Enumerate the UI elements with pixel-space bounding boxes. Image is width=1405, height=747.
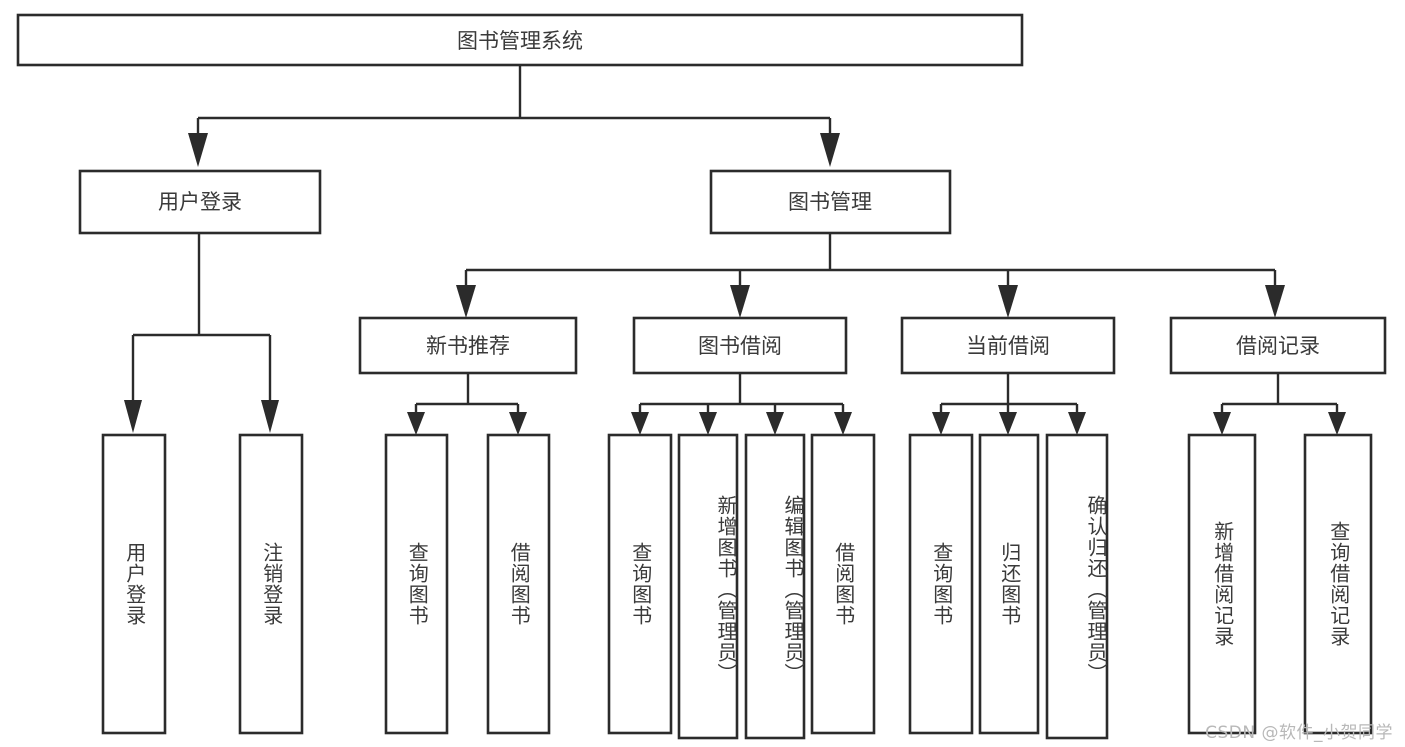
node-box-book-borrow[interactable] bbox=[632, 316, 848, 375]
node-label-root: 图书管理系统 bbox=[457, 29, 583, 53]
node-box-leaf-borrow-book-1[interactable] bbox=[486, 433, 551, 735]
connectors-borrowrecord-to-leaves bbox=[1213, 373, 1346, 435]
arrow-head-icon bbox=[834, 412, 852, 435]
arrow-head-icon bbox=[820, 133, 840, 167]
node-box-leaf-edit-book[interactable] bbox=[744, 433, 806, 740]
connectors-currentborrow-to-leaves bbox=[932, 373, 1086, 435]
connectors-bookborrow-to-leaves bbox=[631, 373, 852, 435]
arrow-head-icon bbox=[1068, 412, 1086, 435]
node-box-leaf-return-book[interactable] bbox=[978, 433, 1040, 735]
node-box-leaf-query-book-2[interactable] bbox=[607, 433, 673, 735]
node-box-leaf-user-login[interactable] bbox=[101, 433, 167, 735]
connectors-userlogin-to-leaves bbox=[124, 233, 279, 433]
node-label-book-management: 图书管理 bbox=[788, 190, 872, 214]
arrow-head-icon bbox=[188, 133, 208, 167]
node-box-borrow-record[interactable] bbox=[1169, 316, 1387, 375]
node-box-root[interactable] bbox=[16, 13, 1024, 67]
arrow-head-icon bbox=[124, 400, 142, 433]
arrow-head-icon bbox=[631, 412, 649, 435]
arrow-head-icon bbox=[932, 412, 950, 435]
node-label-book-borrow: 图书借阅 bbox=[698, 334, 782, 358]
arrow-head-icon bbox=[1328, 412, 1346, 435]
node-label-user-login: 用户登录 bbox=[158, 190, 242, 214]
node-label-current-borrow: 当前借阅 bbox=[966, 334, 1050, 358]
node-box-leaf-add-book[interactable] bbox=[677, 433, 739, 740]
node-box-leaf-user-logout[interactable] bbox=[238, 433, 304, 735]
arrow-head-icon bbox=[730, 285, 750, 318]
node-box-leaf-add-record[interactable] bbox=[1187, 433, 1257, 735]
node-box-leaf-query-book-3[interactable] bbox=[908, 433, 974, 735]
arrow-head-icon bbox=[1265, 285, 1285, 318]
arrow-head-icon bbox=[261, 400, 279, 433]
arrow-head-icon bbox=[1213, 412, 1231, 435]
connectors-bookmgmt-to-level3 bbox=[456, 233, 1285, 318]
node-box-user-login[interactable] bbox=[78, 169, 322, 235]
arrow-head-icon bbox=[766, 412, 784, 435]
node-label-borrow-record: 借阅记录 bbox=[1236, 334, 1320, 358]
arrow-head-icon bbox=[407, 412, 425, 435]
csdn-watermark: CSDN @软件_小贺同学 bbox=[1205, 723, 1393, 743]
arrow-head-icon bbox=[456, 285, 476, 318]
arrow-head-icon bbox=[699, 412, 717, 435]
connectors-root-to-level2 bbox=[188, 65, 840, 167]
node-label-new-book-recommend: 新书推荐 bbox=[426, 334, 510, 358]
node-box-leaf-borrow-book-2[interactable] bbox=[810, 433, 876, 735]
arrow-head-icon bbox=[509, 412, 527, 435]
arrow-head-icon bbox=[999, 412, 1017, 435]
node-box-current-borrow[interactable] bbox=[900, 316, 1116, 375]
node-box-leaf-confirm-return[interactable] bbox=[1045, 433, 1109, 740]
node-box-leaf-query-book-1[interactable] bbox=[384, 433, 449, 735]
node-box-new-book-recommend[interactable] bbox=[358, 316, 578, 375]
arrow-head-icon bbox=[998, 285, 1018, 318]
node-box-leaf-query-record[interactable] bbox=[1303, 433, 1373, 735]
connectors-newbook-to-leaves bbox=[407, 373, 527, 435]
node-box-book-management[interactable] bbox=[709, 169, 952, 235]
